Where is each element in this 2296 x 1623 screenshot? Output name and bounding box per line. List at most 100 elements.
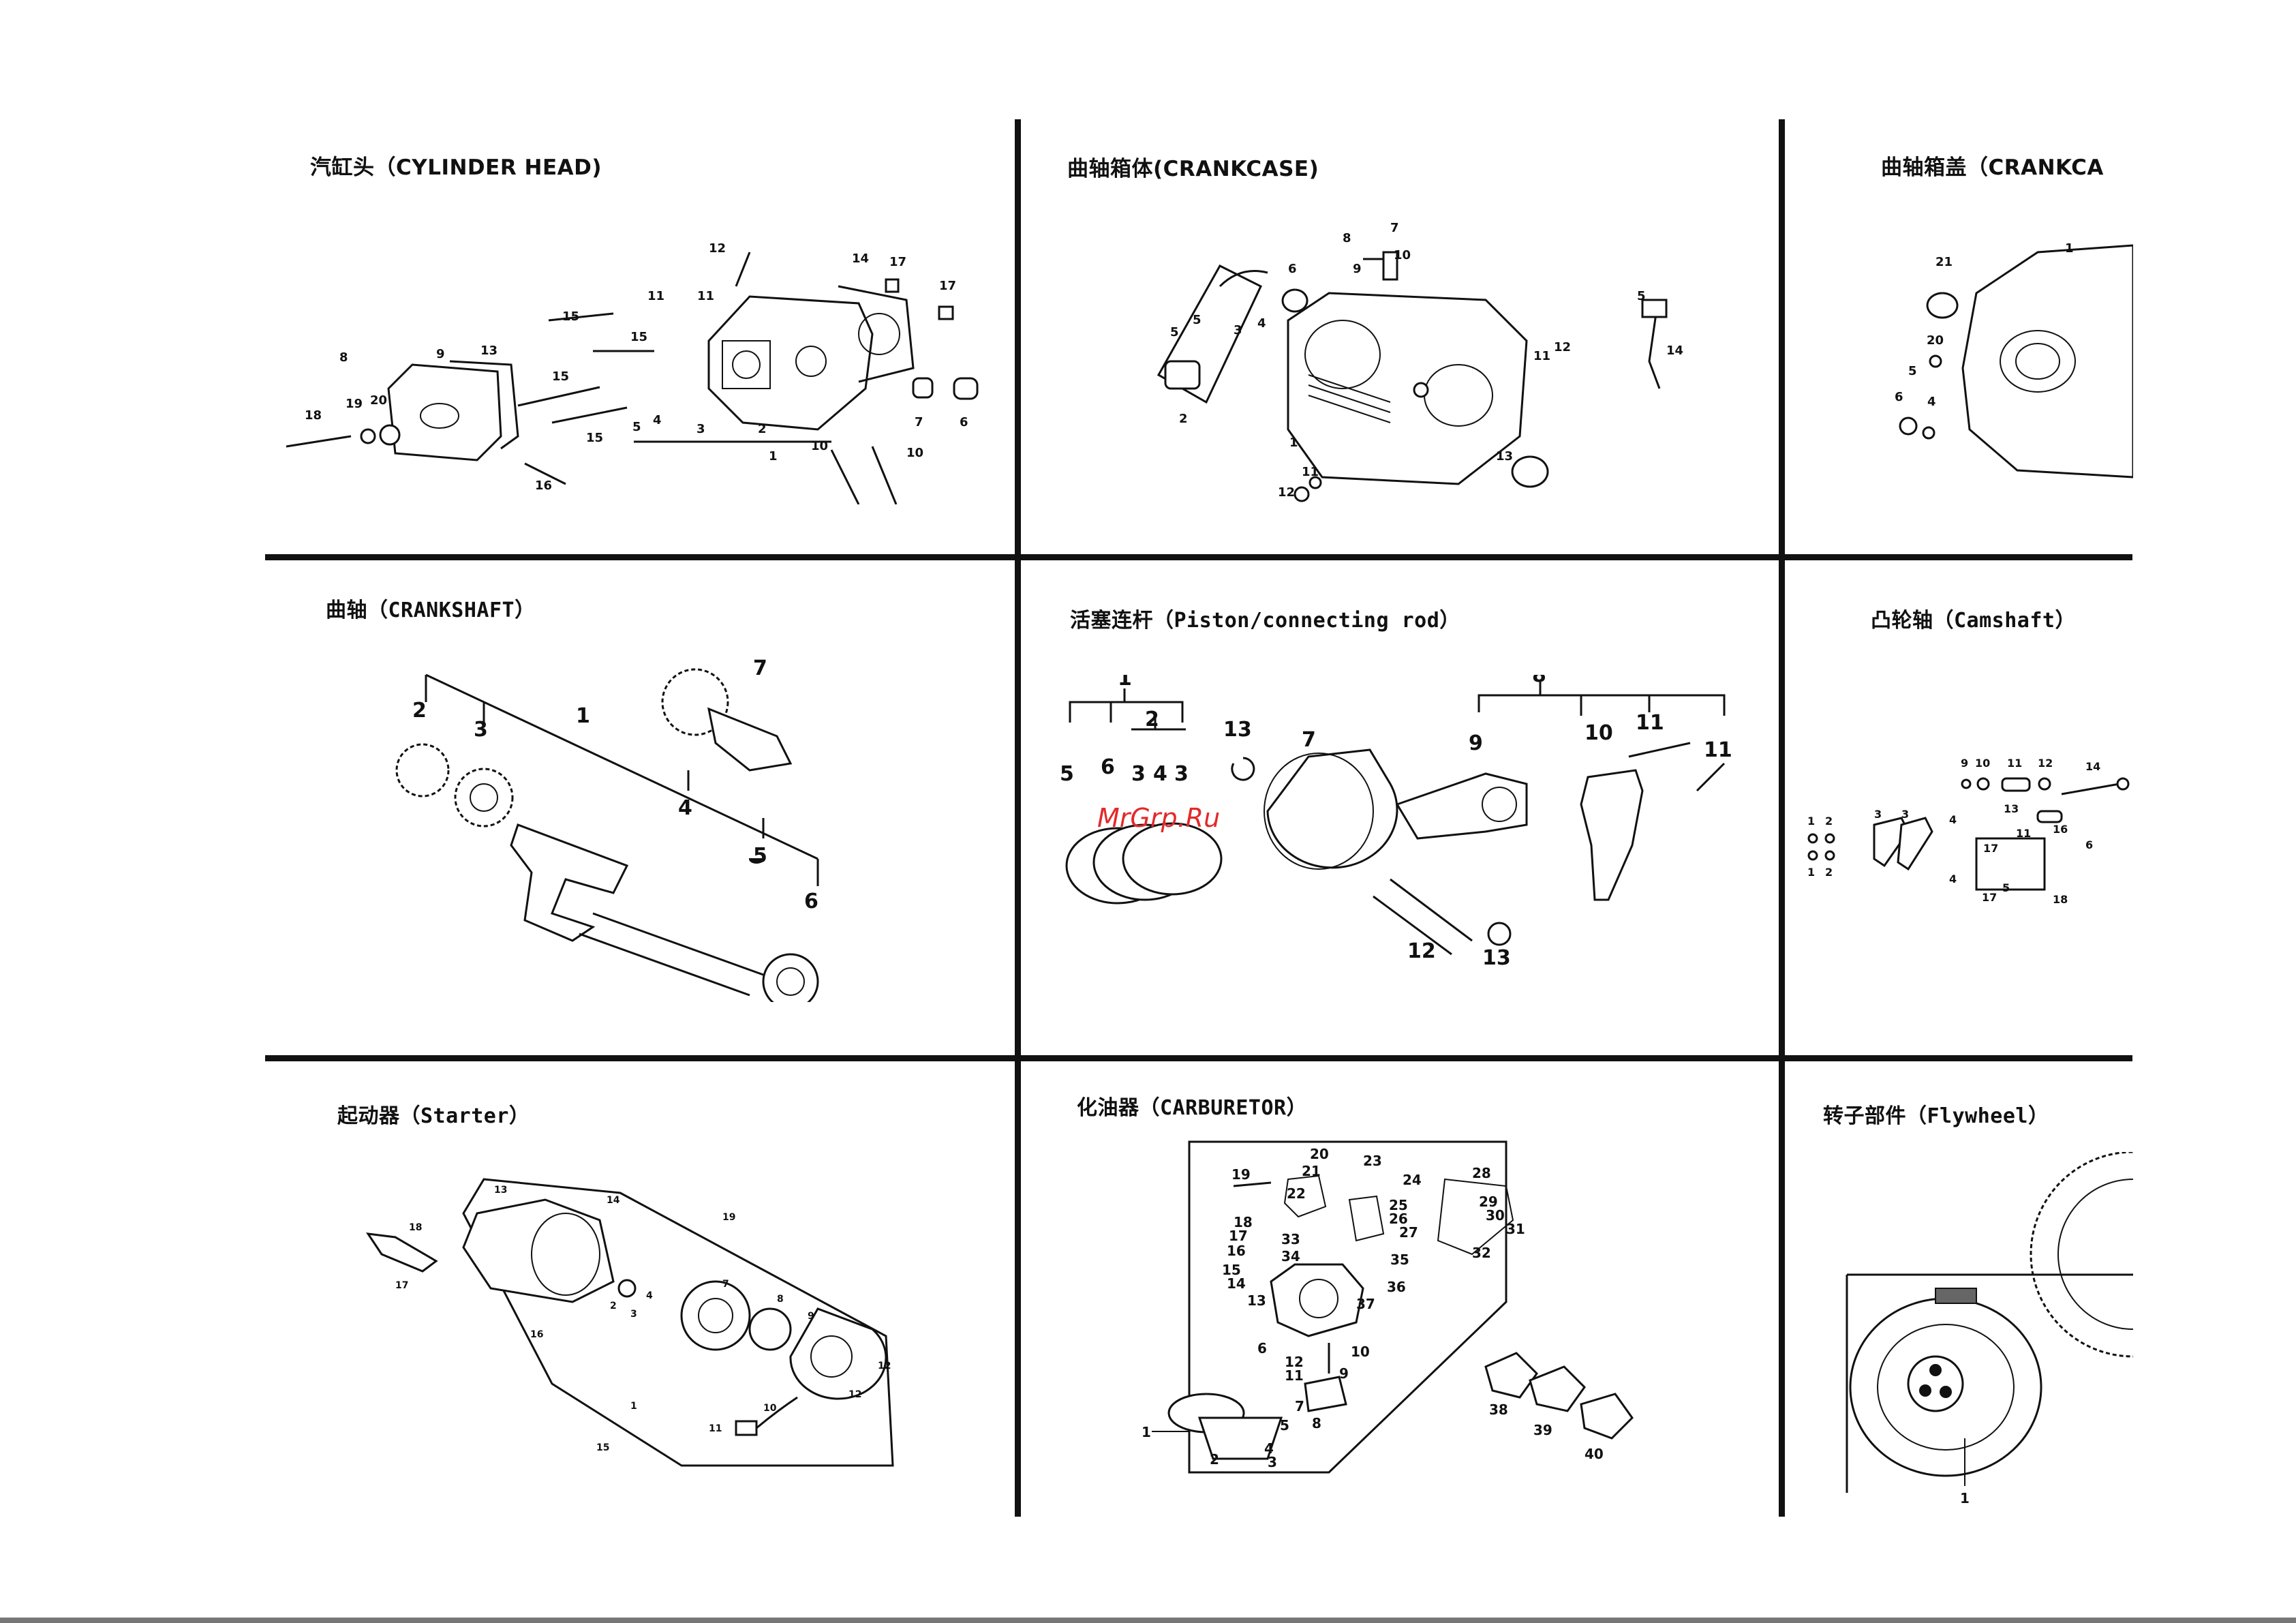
label-9: 9 xyxy=(808,1311,814,1322)
label-17: 17 xyxy=(395,1280,408,1291)
label-12: 12 xyxy=(709,241,726,256)
label-20: 20 xyxy=(370,393,387,408)
label-37: 37 xyxy=(1356,1296,1375,1312)
label-6: 6 xyxy=(1895,390,1903,404)
label-11: 11 xyxy=(1285,1367,1304,1384)
piston-diagram: 1 8 2 13 7 9 10 11 11 5 6 3 4 3 12 13 xyxy=(1050,675,1758,982)
bolt-20 xyxy=(1929,354,1942,368)
rod-bracket xyxy=(1478,682,1726,716)
label-11: 11 xyxy=(647,289,664,303)
label-2: 2 xyxy=(1825,815,1833,828)
label-3: 3 xyxy=(474,718,488,742)
stud-15c xyxy=(517,386,600,407)
shroud-opening xyxy=(531,1213,600,1296)
label-38: 38 xyxy=(1489,1401,1508,1418)
label-5: 5 xyxy=(753,844,767,868)
label-39: 39 xyxy=(1533,1422,1552,1438)
label-2: 2 xyxy=(412,699,427,723)
label-20: 20 xyxy=(1310,1146,1329,1162)
label-15: 15 xyxy=(1222,1262,1241,1278)
label-33: 33 xyxy=(1281,1231,1300,1247)
label-1: 1 xyxy=(1960,1490,1970,1506)
carburetor-diagram: 20 23 19 21 24 28 22 25 26 29 30 18 27 3… xyxy=(1131,1138,1677,1486)
gasket-38 xyxy=(1484,1352,1538,1399)
label-4: 4 xyxy=(1264,1440,1274,1457)
flywheel-frame xyxy=(1846,1273,2133,1493)
label-2: 2 xyxy=(610,1301,617,1311)
pin-16 xyxy=(524,462,566,485)
dowel-6 xyxy=(953,377,979,400)
ratchet-4 xyxy=(617,1279,637,1298)
label-2: 2 xyxy=(758,422,767,436)
guard-18 xyxy=(365,1232,438,1273)
label-16: 16 xyxy=(535,479,552,493)
label-19: 19 xyxy=(722,1212,735,1223)
gear-3 xyxy=(454,768,514,828)
float-8 xyxy=(1304,1376,1347,1412)
spark-plug-12 xyxy=(735,252,751,287)
label-1: 1 xyxy=(1142,1424,1151,1440)
diaphragm-28 xyxy=(1437,1178,1514,1256)
label-4: 4 xyxy=(1257,316,1266,331)
cylinder-bore xyxy=(1304,320,1381,389)
lifter-2b xyxy=(1824,850,1835,861)
label-4: 4 xyxy=(1949,813,1957,826)
gasket-hole xyxy=(858,313,900,355)
gear-2 xyxy=(395,743,450,798)
label-4: 4 xyxy=(678,796,692,820)
crankcase-cover-1 xyxy=(1961,244,2133,479)
cylinder-head-diagram: 12 14 17 17 11 11 15 15 8 9 13 15 18 19 … xyxy=(273,232,995,504)
handle-11 xyxy=(735,1420,758,1436)
flywheel-rim xyxy=(1877,1324,2015,1451)
starter-diagram: 13 14 19 18 17 16 2 3 4 7 8 9 12 12 11 1… xyxy=(354,1172,913,1479)
label-5: 5 xyxy=(1060,762,1074,786)
label-19: 19 xyxy=(346,397,363,411)
label-5: 5 xyxy=(1908,364,1917,378)
label-19: 19 xyxy=(1231,1166,1251,1183)
label-16: 16 xyxy=(1227,1243,1246,1259)
washer-20 xyxy=(379,424,401,446)
label-8: 8 xyxy=(1312,1415,1321,1431)
label-10: 10 xyxy=(811,439,828,453)
valve-9 xyxy=(1961,778,1972,789)
crankcase-body-1 xyxy=(1287,292,1528,485)
section-title-crankcase-cover: 曲轴箱盖（CRANKCA xyxy=(1881,155,2104,180)
label-11: 11 xyxy=(709,1423,722,1434)
fin-1 xyxy=(1308,374,1391,403)
spring-16 xyxy=(2036,810,2063,823)
clip-13 xyxy=(1231,757,1255,781)
section-title-flywheel: 转子部件（Flywheel） xyxy=(1823,1104,2049,1128)
label-7: 7 xyxy=(722,1279,729,1290)
stud-15d xyxy=(551,406,628,424)
label-13: 13 xyxy=(1496,449,1513,464)
shaft-main xyxy=(592,912,764,976)
label-9: 9 xyxy=(436,347,445,361)
label-17: 17 xyxy=(1229,1228,1248,1244)
label-35: 35 xyxy=(1390,1252,1409,1268)
label-9: 9 xyxy=(1469,731,1483,755)
section-title-crankshaft: 曲轴（CRANKSHAFT） xyxy=(326,598,536,622)
crankshaft-svg: 7 2 3 1 4 5 6 xyxy=(395,656,819,1002)
label-9: 9 xyxy=(1961,757,1968,770)
piston-7 xyxy=(1266,748,1398,869)
cylinder-head-block xyxy=(707,295,874,431)
gear-3-hub xyxy=(470,783,498,812)
flywheel-svg: 1 xyxy=(1846,1152,2133,1506)
balancer-7 xyxy=(707,707,793,772)
label-23: 23 xyxy=(1363,1153,1382,1169)
label-11: 11 xyxy=(1533,349,1550,363)
bolt-18 xyxy=(286,435,352,448)
label-7: 7 xyxy=(753,656,767,680)
coil-wire xyxy=(1219,270,1268,288)
con-rod-9 xyxy=(1395,772,1528,840)
label-15: 15 xyxy=(596,1442,609,1453)
label-11b: 11 xyxy=(2016,827,2031,840)
bolt-11a xyxy=(1628,742,1691,758)
label-13: 13 xyxy=(480,344,498,358)
label-30: 30 xyxy=(1486,1207,1505,1224)
label-3: 3 xyxy=(1131,762,1146,786)
label-3b: 3 xyxy=(1174,762,1189,786)
label-10: 10 xyxy=(1351,1344,1370,1360)
label-28: 28 xyxy=(1472,1165,1491,1181)
label-34: 34 xyxy=(1281,1248,1300,1264)
